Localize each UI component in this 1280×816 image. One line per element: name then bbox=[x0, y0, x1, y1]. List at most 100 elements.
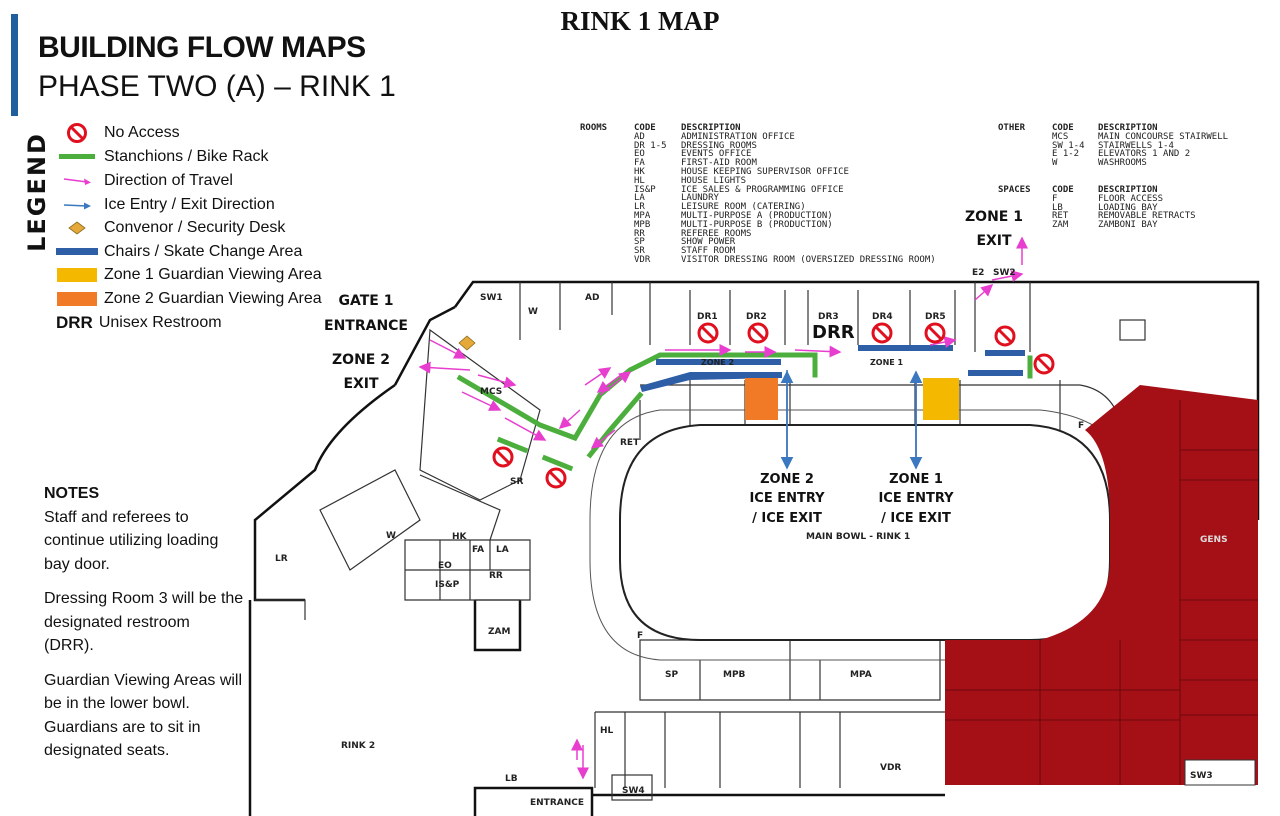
zone2-swatch bbox=[52, 289, 102, 309]
table-cell-code: SR bbox=[634, 246, 645, 257]
notes-panel: NOTES Staff and referees to continue uti… bbox=[44, 482, 244, 774]
legend-label: Unisex Restroom bbox=[98, 313, 222, 331]
rooms-label: ROOMS bbox=[580, 123, 608, 133]
table-cell-description: STAFF ROOM bbox=[681, 246, 736, 257]
room-label: DR2 bbox=[746, 312, 767, 322]
room-label: LB bbox=[505, 774, 518, 784]
gate1-sub: ENTRANCE bbox=[324, 318, 408, 334]
other-header-code: CODE bbox=[1052, 123, 1074, 133]
table-cell-code: W bbox=[1052, 158, 1058, 169]
table-cell-description: STAIRWELLS 1-4 bbox=[1098, 140, 1174, 151]
note-paragraph: Guardian Viewing Areas will be in the lo… bbox=[44, 671, 243, 760]
room-label: EO bbox=[438, 561, 452, 571]
table-cell-description: FIRST-AID ROOM bbox=[681, 158, 757, 169]
table-cell-code: VDR bbox=[634, 255, 651, 265]
room-label: GENS bbox=[1200, 535, 1228, 545]
table-cell-description: HOUSE KEEPING SUPERVISOR OFFICE bbox=[681, 167, 849, 177]
main-bowl-label: MAIN BOWL - RINK 1 bbox=[806, 532, 910, 542]
table-cell-description: REFEREE ROOMS bbox=[681, 228, 752, 239]
legend-label: No Access bbox=[104, 123, 180, 141]
callout-labels: GATE 1 ENTRANCE ZONE 1 EXIT ZONE 2 EXIT … bbox=[324, 209, 1023, 526]
building-outline bbox=[248, 280, 1260, 816]
zone1-swatch bbox=[52, 265, 102, 285]
sw3-room bbox=[1184, 759, 1256, 786]
room-label: VDR bbox=[880, 763, 901, 773]
table-cell-description: HOUSE LIGHTS bbox=[681, 175, 747, 186]
no-access-icon bbox=[871, 322, 893, 344]
room-label: MPA bbox=[850, 670, 872, 680]
room-label: MPB bbox=[723, 670, 746, 680]
table-cell-code: MCS bbox=[1052, 131, 1069, 142]
table-cell-code: AD bbox=[634, 131, 645, 142]
table-cell-description: EVENTS OFFICE bbox=[681, 149, 752, 160]
zone2-ice-label: ZONE 2 bbox=[760, 472, 814, 487]
rooms-header-code: CODE bbox=[634, 123, 656, 133]
table-cell-description: FLOOR ACCESS bbox=[1098, 193, 1164, 204]
table-cell-code: E 1-2 bbox=[1052, 149, 1080, 160]
room-label: FA bbox=[472, 545, 484, 555]
zone2-viewing-area bbox=[745, 378, 778, 420]
legend-label: Convenor / Security Desk bbox=[104, 218, 286, 236]
room-label: ZAM bbox=[488, 627, 510, 637]
zone2-ice-line2: ICE ENTRY bbox=[749, 491, 825, 506]
other-header-desc: DESCRIPTION bbox=[1098, 123, 1158, 133]
heading-secondary: PHASE TWO (A) – RINK 1 bbox=[38, 70, 396, 103]
zone2-exit-label: ZONE 2 bbox=[332, 352, 390, 368]
table-cell-description: MULTI-PURPOSE A (PRODUCTION) bbox=[681, 211, 833, 221]
room-label: SW3 bbox=[1190, 771, 1213, 781]
table-cell-description: DRESSING ROOMS bbox=[681, 140, 757, 151]
table-cell-code: IS&P bbox=[634, 184, 656, 195]
no-access-icon bbox=[52, 122, 102, 143]
gate1-label: GATE 1 bbox=[339, 293, 394, 309]
table-cell-description: ZAMBONI BAY bbox=[1098, 220, 1158, 231]
no-access-icon bbox=[924, 322, 946, 344]
room-label: DR1 bbox=[697, 312, 718, 322]
room-label: HL bbox=[600, 726, 614, 736]
room-label: IS&P bbox=[435, 580, 460, 590]
direction-arrows bbox=[418, 236, 1028, 780]
spaces-header-code: CODE bbox=[1052, 185, 1074, 195]
room-label: AD bbox=[585, 293, 599, 303]
zone1-exit-sub: EXIT bbox=[976, 233, 1012, 249]
room-label: F bbox=[637, 631, 643, 641]
legend-label: Direction of Travel bbox=[104, 171, 233, 189]
zone-2-bench-label: ZONE 2 bbox=[701, 358, 734, 367]
legend-label: Stanchions / Bike Rack bbox=[104, 147, 269, 165]
benches bbox=[640, 345, 1025, 392]
room-labels: SW1 AD W DR1 DR2 DR3 DR4 DR5 E2 SW2 MCS … bbox=[275, 268, 1228, 808]
drr-tag: DRR bbox=[56, 312, 93, 332]
room-label: ENTRANCE bbox=[530, 798, 584, 808]
room-label: HK bbox=[452, 532, 468, 542]
zone1-ice-line2: ICE ENTRY bbox=[878, 491, 954, 506]
table-cell-description: LEISURE ROOM (CATERING) bbox=[681, 202, 806, 213]
legend-item-zone2: Zone 2 Guardian Viewing Area bbox=[52, 287, 322, 310]
table-cell-description: ICE SALES & PROGRAMMING OFFICE bbox=[681, 184, 844, 195]
no-access-icon bbox=[545, 467, 567, 489]
room-label: RINK 2 bbox=[341, 741, 375, 751]
no-access-icon bbox=[697, 322, 719, 344]
zone1-viewing-area bbox=[923, 378, 959, 420]
table-cell-description: REMOVABLE RETRACTS bbox=[1098, 211, 1196, 222]
bench-icon bbox=[52, 242, 102, 262]
zone-1-bench-label: ZONE 1 bbox=[870, 358, 904, 367]
table-cell-code: HL bbox=[634, 175, 645, 186]
legend-item-convenor: Convenor / Security Desk bbox=[52, 216, 285, 239]
table-cell-code: LB bbox=[1052, 202, 1063, 213]
heading-primary: BUILDING FLOW MAPS bbox=[38, 31, 366, 64]
drr-label: DRR bbox=[812, 322, 855, 343]
convenor-desk-icon bbox=[458, 335, 476, 351]
room-label: DR4 bbox=[872, 312, 893, 322]
legend-item-no-access: No Access bbox=[52, 121, 180, 144]
arrow-magenta-icon bbox=[52, 171, 102, 191]
room-label: W bbox=[386, 531, 396, 541]
legend-item-stanchions: Stanchions / Bike Rack bbox=[52, 145, 269, 168]
no-access-icon bbox=[994, 325, 1016, 347]
table-cell-code: SP bbox=[634, 237, 645, 248]
room-label: SW4 bbox=[622, 786, 645, 796]
table-cell-description: VISITOR DRESSING ROOM (OVERSIZED DRESSIN… bbox=[681, 255, 936, 265]
red-seating-lines bbox=[945, 400, 1258, 785]
room-label: DR5 bbox=[925, 312, 946, 322]
note-paragraph: Staff and referees to continue utilizing… bbox=[44, 508, 219, 573]
room-label: W bbox=[528, 307, 538, 317]
